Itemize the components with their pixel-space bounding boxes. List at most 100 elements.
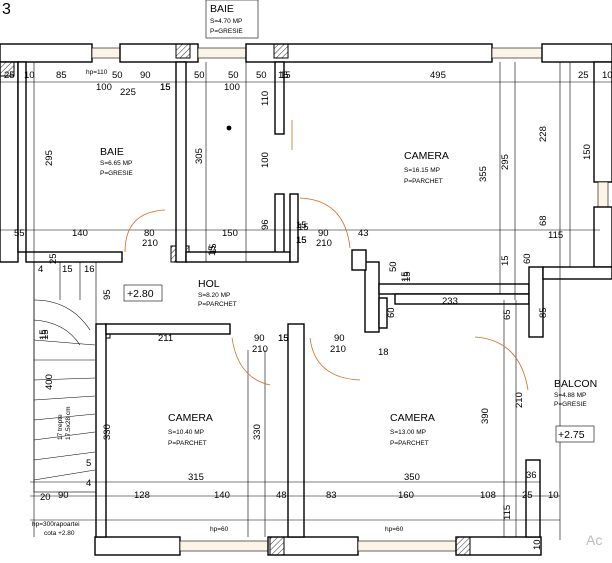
svg-text:60: 60 <box>522 253 533 264</box>
svg-text:15: 15 <box>62 264 73 275</box>
svg-text:15: 15 <box>278 70 289 81</box>
dim-mid-row2: 210 15 15 210 233 <box>142 235 458 307</box>
svg-text:85: 85 <box>538 307 549 318</box>
room-camera-sw-label: CAMERA S=10.40 MP P=PARCHET <box>168 412 213 447</box>
svg-text:55: 55 <box>14 228 25 239</box>
hp-label-top-left: hp=110 <box>86 69 108 76</box>
svg-text:50: 50 <box>256 70 267 81</box>
svg-text:150: 150 <box>222 228 238 239</box>
room-baie-top-label: BAIE S=4.70 MP P=GRESIE <box>205 0 259 39</box>
svg-text:15: 15 <box>40 329 51 340</box>
svg-text:305: 305 <box>194 148 205 164</box>
svg-text:355: 355 <box>478 166 489 182</box>
outer-walls <box>0 43 612 556</box>
svg-text:48: 48 <box>276 490 287 501</box>
room-name: CAMERA <box>390 412 435 424</box>
svg-text:295: 295 <box>500 154 511 170</box>
svg-text:160: 160 <box>398 490 414 501</box>
svg-text:68: 68 <box>538 215 549 226</box>
svg-text:10: 10 <box>532 539 543 550</box>
svg-text:15: 15 <box>280 70 291 81</box>
svg-text:210: 210 <box>316 238 332 249</box>
svg-text:100: 100 <box>96 82 112 93</box>
svg-text:90: 90 <box>140 70 151 81</box>
svg-text:15: 15 <box>160 82 171 93</box>
svg-text:43: 43 <box>358 228 369 239</box>
dim-hol-row2: 210 210 <box>252 344 346 355</box>
dim-top-row2: 100 225 15 100 <box>96 82 240 98</box>
stair-size: 17.5x28 cm <box>65 406 72 440</box>
corner-label: 3 <box>2 1 11 18</box>
svg-text:15: 15 <box>208 243 219 254</box>
room-area: S=16.15 MP <box>404 167 440 174</box>
svg-text:350: 350 <box>404 472 420 483</box>
room-hol-label: HOL S=8.20 MP P=PARCHET <box>198 278 237 308</box>
room-area: S=8.20 MP <box>198 292 230 299</box>
svg-text:15: 15 <box>160 82 171 93</box>
room-name: BAIE <box>100 146 124 158</box>
stair-notes: 17 trepte 17.5x28 cm hp=300rapoartei cot… <box>32 406 80 537</box>
room-area: S=6.65 MP <box>100 160 132 167</box>
room-floor: P=PARCHET <box>390 440 429 447</box>
svg-text:4: 4 <box>38 264 43 275</box>
svg-text:+2.80: +2.80 <box>127 288 154 300</box>
dim-mid-row: 140 80 150 15 90 43 115 55 25 <box>14 220 563 264</box>
svg-text:100: 100 <box>224 82 240 93</box>
room-floor: P=GRESIE <box>210 28 243 35</box>
svg-text:16: 16 <box>84 264 95 275</box>
dim-bottom-row2: 90 128 140 48 83 160 108 25 10 <box>58 490 559 501</box>
room-name: CAMERA <box>404 150 449 162</box>
svg-text:90: 90 <box>58 490 69 501</box>
interior-walls <box>25 61 612 538</box>
svg-text:15: 15 <box>500 255 511 266</box>
svg-text:50: 50 <box>194 70 205 81</box>
svg-text:50: 50 <box>112 70 123 81</box>
svg-text:210: 210 <box>252 344 268 355</box>
svg-text:400: 400 <box>44 374 55 390</box>
svg-text:5: 5 <box>86 458 91 469</box>
dim-left-col: 4 15 16 95 400 15 5 4 20 <box>38 264 113 503</box>
dim-misc: 15 15 15 15 15 15 15 15 <box>40 70 413 344</box>
svg-text:25: 25 <box>522 490 533 501</box>
svg-text:390: 390 <box>480 408 491 424</box>
svg-text:96: 96 <box>260 219 271 230</box>
room-camera-ne-label: CAMERA S=16.15 MP P=PARCHET <box>404 150 449 185</box>
svg-text:128: 128 <box>134 490 150 501</box>
dim-vertical: 295 305 110 100 96 355 228 150 295 68 15… <box>44 91 593 550</box>
svg-text:210: 210 <box>330 344 346 355</box>
svg-text:20: 20 <box>40 492 51 503</box>
svg-text:15: 15 <box>402 271 413 282</box>
svg-text:25: 25 <box>48 253 59 264</box>
svg-text:15: 15 <box>296 235 307 246</box>
svg-text:330: 330 <box>252 424 263 440</box>
room-floor: P=PARCHET <box>198 301 237 308</box>
svg-text:90: 90 <box>334 333 345 344</box>
room-area: S=4.88 MP <box>554 392 586 399</box>
stair-note-1: hp=300rapoartei <box>32 521 80 528</box>
svg-text:330: 330 <box>102 424 113 440</box>
svg-text:85: 85 <box>56 70 67 81</box>
svg-text:90: 90 <box>254 333 265 344</box>
svg-text:15: 15 <box>207 245 218 256</box>
level-balcon: +2.75 <box>555 425 595 443</box>
dim-bottom-row: 315 350 <box>188 472 420 483</box>
svg-text:15: 15 <box>296 220 307 231</box>
dim-top-row: 25 10 85 50 90 50 50 50 15 495 25 10 <box>4 70 612 81</box>
svg-text:15: 15 <box>298 222 309 233</box>
svg-text:233: 233 <box>442 296 458 307</box>
room-name: HOL <box>198 278 220 290</box>
room-floor: P=PARCHET <box>168 440 207 447</box>
svg-text:25: 25 <box>4 70 15 81</box>
svg-text:10: 10 <box>24 70 35 81</box>
svg-text:15: 15 <box>278 333 289 344</box>
svg-text:60: 60 <box>386 307 397 318</box>
svg-text:100: 100 <box>260 152 271 168</box>
svg-text:36: 36 <box>526 470 537 481</box>
door-swings <box>124 120 529 391</box>
svg-text:50: 50 <box>388 261 399 272</box>
room-floor: P=GRESIE <box>100 170 133 177</box>
room-area: S=13.00 MP <box>390 429 426 436</box>
room-floor: P=GRESIE <box>554 401 587 408</box>
svg-text:108: 108 <box>480 490 496 501</box>
